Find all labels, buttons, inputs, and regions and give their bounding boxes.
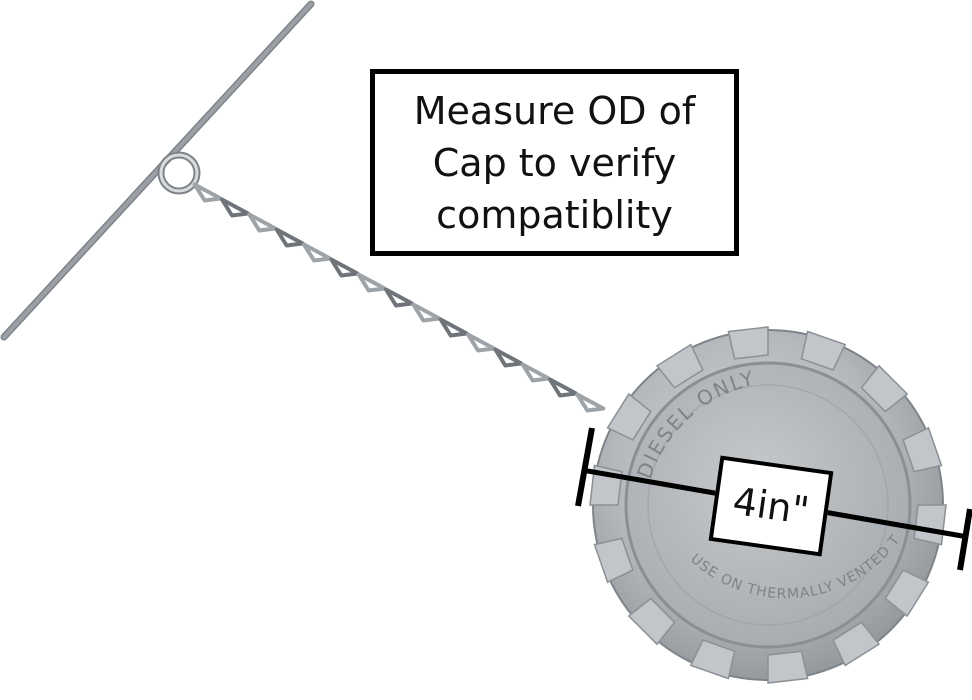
cap-grip-tab <box>606 392 652 441</box>
chain-link <box>274 227 305 248</box>
chain-link <box>220 197 250 218</box>
chain-link <box>466 332 496 353</box>
cap-grip-tab <box>627 597 676 646</box>
cap-grip-tab <box>884 569 930 618</box>
cap-grip-tab <box>913 504 947 546</box>
t-handle-rod <box>0 0 315 341</box>
chain-link <box>329 257 360 278</box>
chain-link <box>548 377 578 398</box>
cap-grip-tab <box>727 326 769 360</box>
chain-link <box>356 272 387 293</box>
chain-link <box>411 302 442 323</box>
chain-link <box>493 347 524 368</box>
cap-grip-tab <box>860 364 909 413</box>
cap-grip-tab <box>902 426 943 473</box>
dimension-tick-left <box>575 427 595 507</box>
chain-link <box>192 182 223 203</box>
cap-grip-tab <box>832 621 881 667</box>
chain-ring <box>157 151 201 195</box>
dimension-tick-right <box>957 508 972 571</box>
instruction-line-3: compatiblity <box>436 192 673 237</box>
cap-grip-tab <box>689 639 736 680</box>
measurement-label: 4in" <box>708 455 834 557</box>
chain-link <box>575 392 606 413</box>
cap-grip-tab <box>767 650 809 684</box>
chain <box>192 182 606 413</box>
instruction-line-2: Cap to verify <box>432 140 677 185</box>
chain-link <box>302 242 332 263</box>
instruction-line-1: Measure OD of <box>413 88 696 133</box>
cap-grip-tab <box>800 330 847 371</box>
chain-link <box>438 317 469 338</box>
chain-link <box>520 362 551 383</box>
chain-link <box>247 212 278 233</box>
chain-link <box>384 287 414 308</box>
instruction-box: Measure OD of Cap to verify compatiblity <box>370 69 739 256</box>
cap-grip-tab <box>655 343 704 389</box>
cap-grip-tab <box>593 537 634 584</box>
